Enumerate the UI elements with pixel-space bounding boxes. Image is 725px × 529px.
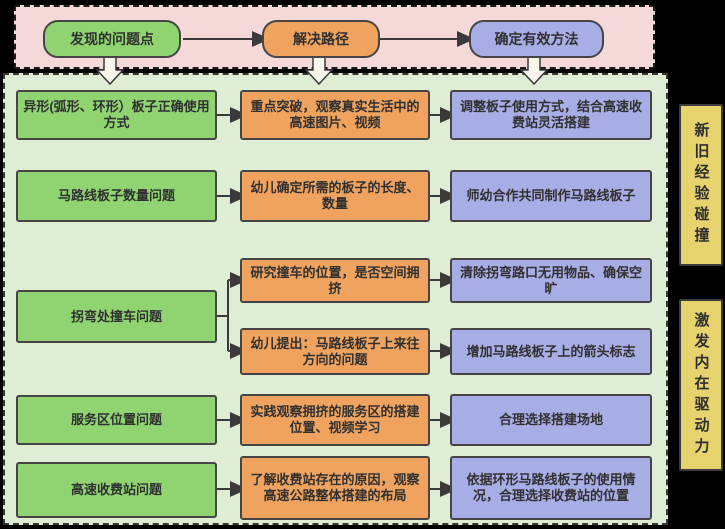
method-box-row4: 合理选择搭建场地 bbox=[450, 394, 652, 446]
method-box-row3a: 清除拐弯路口无用物品、确保空旷 bbox=[450, 258, 652, 303]
pill-effective-method: 确定有效方法 bbox=[469, 20, 604, 58]
problem-box-row5: 高速收费站问题 bbox=[16, 462, 217, 518]
method-box-row5: 依据环形马路线板子的使用情况，合理选择收费站的位置 bbox=[450, 456, 652, 520]
side-label-motivation: 激发内在驱动力 bbox=[679, 299, 723, 471]
problem-box-row1: 异形(弧形、环形）板子正确使用方式 bbox=[16, 90, 217, 140]
problem-box-row3: 拐弯处撞车问题 bbox=[16, 290, 217, 343]
problem-box-row4: 服务区位置问题 bbox=[16, 395, 217, 445]
path-box-row2: 幼儿确定所需的板子的长度、数量 bbox=[240, 170, 430, 222]
pill-solution-path: 解决路径 bbox=[262, 20, 380, 58]
path-box-row3a: 研究撞车的位置，是否空间拥挤 bbox=[240, 258, 430, 303]
side-label-motivation-text: 激发内在驱动力 bbox=[692, 311, 710, 459]
path-box-row3b: 幼儿提出：马路线板子上来往方向的问题 bbox=[240, 328, 430, 375]
path-box-row4: 实践观察拥挤的服务区的搭建位置、视频学习 bbox=[240, 394, 430, 446]
pill-found-problems: 发现的问题点 bbox=[43, 20, 181, 58]
method-box-row2: 师幼合作共同制作马路线板子 bbox=[450, 170, 652, 222]
problem-box-row2: 马路线板子数量问题 bbox=[16, 170, 217, 222]
path-box-row5: 了解收费站存在的原因，观察高速公路整体搭建的布局 bbox=[240, 456, 430, 520]
method-box-row3b: 增加马路线板子上的箭头标志 bbox=[450, 328, 652, 375]
side-label-experience: 新旧经验碰撞 bbox=[679, 104, 723, 266]
path-box-row1: 重点突破，观察真实生活中的高速图片、视频 bbox=[240, 90, 430, 140]
side-label-experience-text: 新旧经验碰撞 bbox=[692, 122, 710, 248]
method-box-row1: 调整板子使用方式，结合高速收费站灵活搭建 bbox=[450, 90, 652, 140]
